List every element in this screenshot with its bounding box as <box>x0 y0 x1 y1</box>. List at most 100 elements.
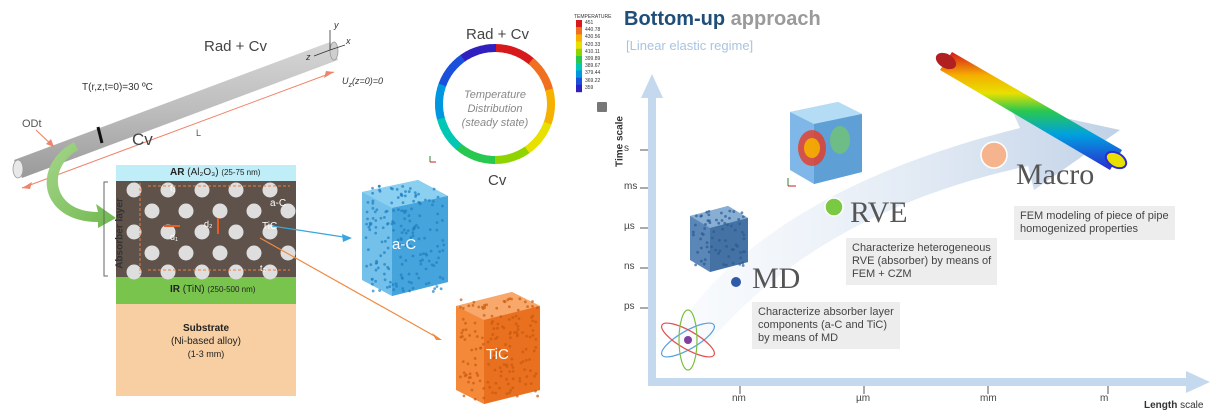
atom-dot <box>486 340 490 344</box>
x-tick-label: mm <box>980 393 997 404</box>
ring-center-text: Temperature Distribution (steady state) <box>448 88 542 130</box>
ring-center-line-3: (steady state) <box>461 117 529 129</box>
atom-dot <box>495 353 499 356</box>
atom-dot <box>718 249 722 253</box>
rve-label: RVE <box>850 196 908 229</box>
atom-dot <box>502 363 506 367</box>
pipe <box>12 41 339 179</box>
tic-particle <box>178 245 194 261</box>
atom-dot <box>461 360 465 364</box>
atom-dot <box>433 287 437 291</box>
atom-dot <box>510 357 514 361</box>
legend-swatch <box>576 27 582 35</box>
atom-dot <box>365 210 369 214</box>
atom-dot <box>428 228 432 232</box>
atom-dot <box>699 259 703 263</box>
t2-label: t₂ <box>260 263 266 273</box>
atom-dot <box>502 299 506 303</box>
atom-dot <box>699 246 703 250</box>
atom-dot <box>459 375 462 379</box>
atom-dot <box>531 329 535 332</box>
tic-particle <box>194 264 210 280</box>
legend-value: 410.11 <box>585 48 600 55</box>
pipe-bc-label: Rad + Cv <box>204 38 267 55</box>
atom-dot <box>482 396 486 400</box>
atom-dot <box>536 394 540 398</box>
atom-dot <box>419 262 423 266</box>
axis-z-label: z <box>306 52 311 62</box>
atom-dot <box>403 194 407 198</box>
atom-dot <box>410 281 414 285</box>
atom-dot <box>516 328 520 331</box>
y-tick-label: ps <box>624 301 635 312</box>
atom-dot <box>386 221 390 225</box>
atom-dot <box>740 211 744 215</box>
absorber-particles <box>126 182 296 280</box>
legend-value: 379.44 <box>585 70 601 77</box>
atom-dot <box>367 225 371 229</box>
atom-dot <box>399 224 403 228</box>
legend-value: 451 <box>585 20 594 26</box>
substrate-title: Substrate <box>182 323 230 334</box>
atom-dot <box>691 230 695 234</box>
length-label: L <box>196 128 202 138</box>
atom-dot <box>473 321 477 325</box>
atom-dot <box>442 243 446 247</box>
atom-dot <box>694 223 697 227</box>
atom-dot <box>473 357 477 360</box>
atom-dot <box>407 272 411 276</box>
tic-particle <box>144 203 160 219</box>
atom-dot <box>369 263 373 267</box>
atom-dot <box>534 337 538 341</box>
atom-dot <box>524 347 528 351</box>
atom-dot <box>379 216 383 220</box>
y-tick-label: µs <box>624 221 635 232</box>
atom-dot <box>409 244 412 248</box>
tic-particle <box>246 203 262 219</box>
x-axis-label: Length scale <box>1144 400 1204 411</box>
atom-dot <box>730 224 733 228</box>
atom-dot <box>519 361 523 365</box>
atom-dot <box>523 368 527 372</box>
atom-dot <box>741 215 745 219</box>
atom-dot <box>481 305 484 309</box>
atom-dot <box>724 214 727 218</box>
atom-dot <box>508 370 512 374</box>
atom-dot <box>375 208 379 212</box>
atom-dot <box>432 200 435 203</box>
atom-dot <box>461 307 465 310</box>
atom-dot <box>696 250 699 254</box>
atom-dot <box>732 248 735 251</box>
atom-dot <box>531 319 535 323</box>
atom-dot <box>475 335 479 338</box>
legend-title: TEMPERATURE <box>574 14 612 20</box>
atom-dot <box>517 317 521 321</box>
atom-dot <box>741 261 745 265</box>
legend-swatch <box>576 41 582 49</box>
atom-dot <box>408 187 412 190</box>
atom-dot <box>702 262 706 266</box>
atom-dot <box>463 338 467 341</box>
macro-desc-line-1: FEM modeling of piece of pipe <box>1020 210 1169 222</box>
atom-dot <box>505 392 509 396</box>
atom-dot <box>533 374 536 378</box>
atom-dot <box>534 320 538 324</box>
atom-dot <box>436 212 440 216</box>
atom-dot <box>411 234 415 238</box>
atom-dot <box>396 208 400 212</box>
tic-particle <box>194 182 210 198</box>
atom-dot <box>496 322 500 326</box>
atom-dot <box>491 319 494 323</box>
atom-dot <box>513 331 516 334</box>
legend-value: 369.22 <box>585 77 601 84</box>
atom-dot <box>491 391 494 395</box>
atom-dot <box>399 237 403 240</box>
legend-value: 420.33 <box>585 41 601 48</box>
atom-dot <box>706 219 710 223</box>
md-description: Characterize absorber layer components (… <box>752 302 900 349</box>
atom-dot <box>705 245 709 249</box>
atom-dot <box>525 375 529 378</box>
atom-dot <box>466 362 470 366</box>
ar-layer-label: AR (Al₂O₃) (25-75 nm) <box>170 167 261 178</box>
atom-dot <box>441 204 444 208</box>
